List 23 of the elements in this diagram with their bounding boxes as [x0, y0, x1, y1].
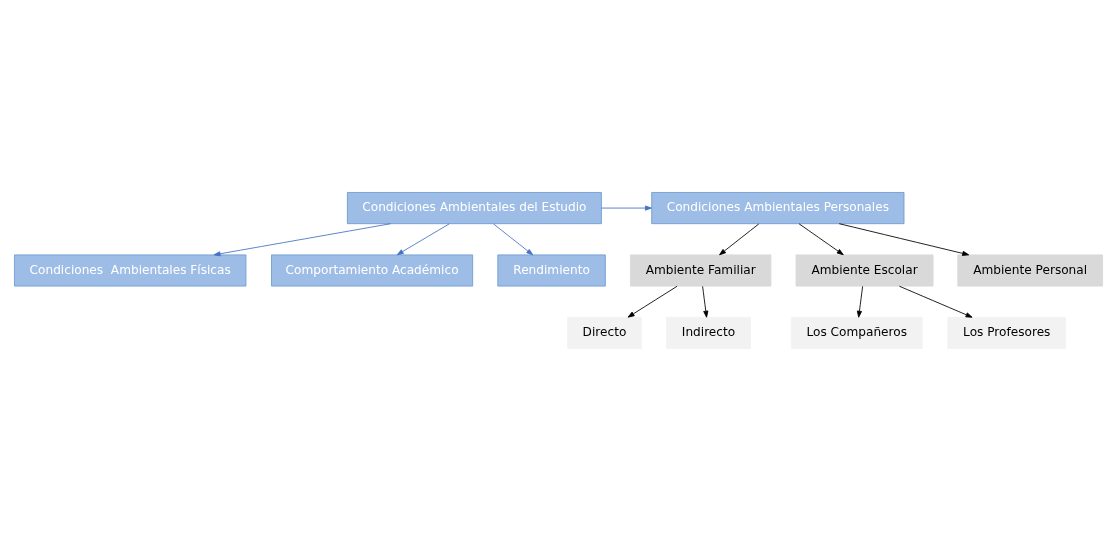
arrow: [856, 285, 864, 318]
arrow: [493, 223, 534, 256]
node-box: Condiciones Ambientales Personales: [651, 192, 905, 225]
arrow: [601, 205, 652, 211]
arrow: [627, 285, 678, 318]
node-box: Los Compañeros: [790, 316, 923, 349]
arrow: [898, 285, 973, 318]
arrow: [396, 223, 450, 256]
node-box: Ambiente Escolar: [795, 254, 934, 287]
arrow: [213, 223, 392, 257]
node-box: Condiciones Ambientales Físicas: [14, 254, 247, 287]
node-box: Rendimiento: [497, 254, 606, 287]
node-box: Los Profesores: [947, 316, 1067, 349]
arrow: [838, 223, 970, 256]
arrow: [702, 285, 709, 318]
node-box: Condiciones Ambientales del Estudio: [346, 192, 602, 225]
arrow: [719, 223, 760, 256]
node-box: Comportamiento Académico: [271, 254, 474, 287]
node-box: Ambiente Personal: [957, 254, 1103, 287]
arrow: [798, 223, 844, 256]
node-box: Ambiente Familiar: [630, 254, 772, 287]
node-box: Directo: [567, 316, 642, 349]
node-box: Indirecto: [666, 316, 751, 349]
